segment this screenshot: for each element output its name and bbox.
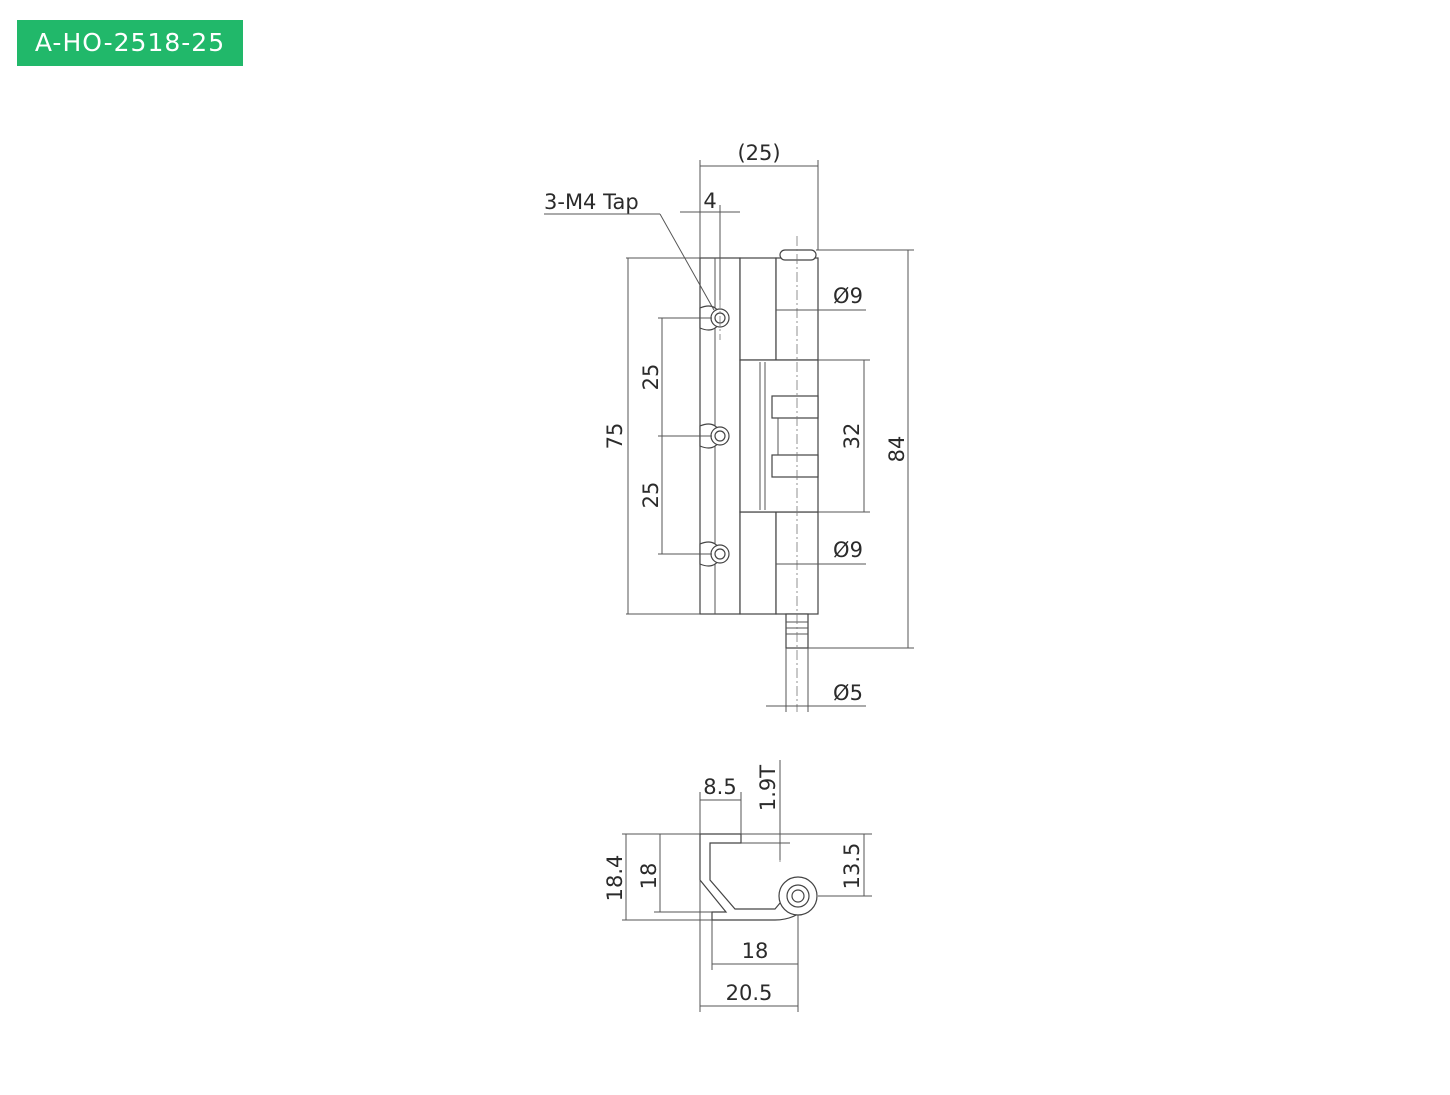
dim-pin-height: 13.5	[840, 843, 864, 890]
part-number-badge: A-HO-2518-25	[17, 20, 243, 66]
dim-thickness: 1.9T	[756, 765, 780, 811]
side-view-labels: 8.5 1.9T 18.4 18 13.5 18 20.5	[603, 765, 864, 1005]
dim-height-inner: 18	[637, 863, 661, 890]
dim-pin-end-dia: Ø5	[833, 681, 863, 705]
dim-flange-width: 8.5	[703, 775, 736, 799]
dim-pin-dia-upper: Ø9	[833, 284, 863, 308]
dim-plate-height: 75	[603, 423, 627, 450]
dim-knuckle-gap: 32	[840, 423, 864, 450]
front-view-dimensions	[544, 160, 914, 712]
front-view-drawing	[699, 236, 819, 712]
side-view-dimensions	[622, 760, 872, 1012]
dim-pitch-upper: 25	[639, 364, 663, 391]
tap-callout: 3-M4 Tap	[544, 190, 639, 214]
dim-pitch-lower: 25	[639, 482, 663, 509]
dim-tap-offset: 4	[703, 189, 716, 213]
dim-top-width: (25)	[737, 141, 780, 165]
side-view-drawing	[699, 833, 818, 921]
dim-base-width-inner: 18	[742, 939, 769, 963]
dim-height-outer: 18.4	[603, 855, 627, 902]
dim-base-width-outer: 20.5	[726, 981, 773, 1005]
dim-pin-dia-lower: Ø9	[833, 538, 863, 562]
dim-overall-height: 84	[885, 436, 909, 463]
front-view-labels: (25) 3-M4 Tap 4 75 25 25 32 84 Ø9 Ø9 Ø5	[544, 141, 909, 705]
